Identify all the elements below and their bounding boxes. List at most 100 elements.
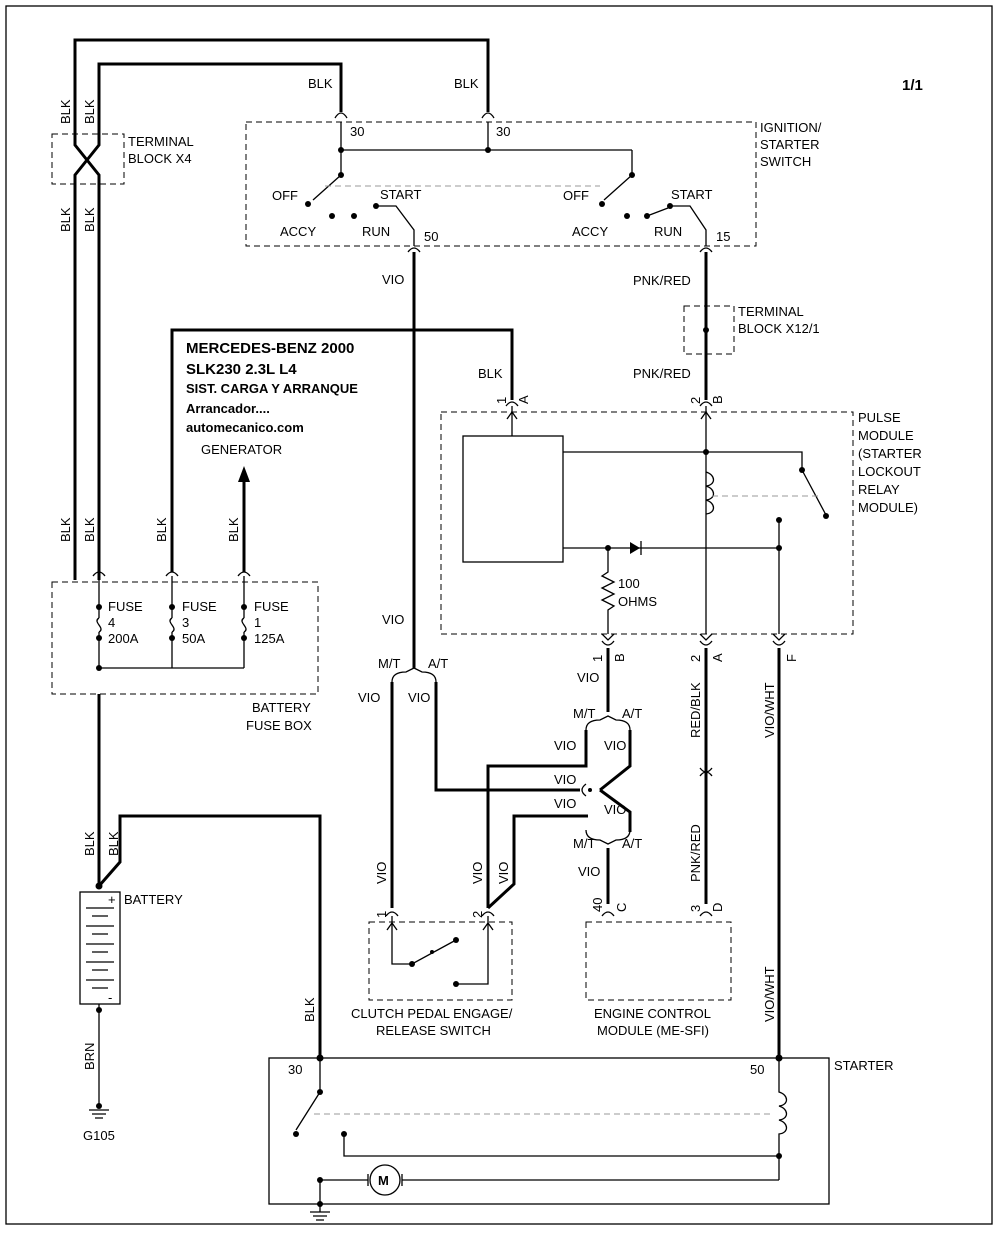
svg-text:BLK: BLK	[58, 99, 73, 124]
svg-text:OFF: OFF	[563, 188, 589, 203]
title-subsystem: Arrancador....	[186, 401, 270, 416]
engine-control-module: 40 C 3 D ENGINE CONTROL MODULE (ME-SFI)	[585, 898, 732, 1038]
svg-text:D: D	[710, 903, 725, 912]
svg-text:START: START	[671, 187, 712, 202]
svg-text:A: A	[516, 395, 531, 404]
svg-text:BLOCK X4: BLOCK X4	[128, 151, 192, 166]
svg-text:MODULE: MODULE	[858, 428, 914, 443]
svg-text:BLK: BLK	[106, 831, 121, 856]
svg-text:RUN: RUN	[362, 224, 390, 239]
svg-text:M/T: M/T	[573, 706, 595, 721]
svg-text:VIO: VIO	[577, 670, 599, 685]
pulse-to-ecm-wires: VIO M/T A/T VIO VIO VIO VIO VIO M/T A/T …	[470, 648, 642, 910]
pulse-module-pins: 1 B 2 A F	[590, 653, 799, 662]
svg-text:BATTERY: BATTERY	[124, 892, 183, 907]
ignition-switch: IGNITION/ STARTER SWITCH 30 30 50 15 OFF…	[245, 120, 822, 247]
svg-text:200A: 200A	[108, 631, 139, 646]
svg-text:30: 30	[496, 124, 510, 139]
svg-text:MODULE (ME-SFI): MODULE (ME-SFI)	[597, 1023, 709, 1038]
svg-text:VIO: VIO	[578, 864, 600, 879]
svg-text:+: +	[108, 892, 116, 907]
svg-text:1: 1	[254, 615, 261, 630]
svg-text:VIO: VIO	[382, 612, 404, 627]
svg-text:MODULE): MODULE)	[858, 500, 918, 515]
svg-text:VIO: VIO	[554, 738, 576, 753]
svg-text:BLK: BLK	[82, 207, 97, 232]
starter: BLK STARTER 30 50 M	[268, 997, 893, 1221]
svg-text:FUSE BOX: FUSE BOX	[246, 718, 312, 733]
svg-text:VIO: VIO	[496, 862, 511, 884]
svg-text:VIO/WHT: VIO/WHT	[762, 966, 777, 1022]
svg-text:BLK: BLK	[308, 76, 333, 91]
svg-text:VIO: VIO	[554, 796, 576, 811]
terminal-block-x4: TERMINAL BLOCK X4	[51, 133, 194, 185]
svg-text:TERMINAL: TERMINAL	[128, 134, 194, 149]
svg-text:VIO: VIO	[358, 690, 380, 705]
svg-text:VIO: VIO	[382, 272, 404, 287]
svg-text:15: 15	[716, 229, 730, 244]
svg-text:VIO: VIO	[604, 738, 626, 753]
title-block: MERCEDES-BENZ 2000 SLK230 2.3L L4 SIST. …	[186, 340, 358, 435]
terminal-block-x12: TERMINAL BLOCK X12/1 PNK/RED PNK/RED 2 B	[633, 247, 820, 404]
pulse-module-feed: BLK BLK 1 A	[154, 328, 531, 572]
svg-text:PNK/RED: PNK/RED	[688, 824, 703, 882]
svg-text:BLK: BLK	[226, 517, 241, 542]
svg-text:M: M	[378, 1173, 389, 1188]
svg-text:F: F	[784, 654, 799, 662]
svg-text:50A: 50A	[182, 631, 205, 646]
svg-text:VIO: VIO	[374, 862, 389, 884]
svg-text:STARTER: STARTER	[834, 1058, 893, 1073]
page-number: 1/1	[902, 77, 923, 94]
svg-text:RELAY: RELAY	[858, 482, 900, 497]
svg-text:START: START	[380, 187, 421, 202]
svg-text:TERMINAL: TERMINAL	[738, 304, 804, 319]
svg-text:3: 3	[182, 615, 189, 630]
svg-text:BLK: BLK	[454, 76, 479, 91]
vio-split-connector: M/T A/T VIO VIO VIO	[358, 656, 580, 908]
svg-text:2: 2	[688, 397, 703, 404]
battery-feed-wires: BLK BLK BLK BLK BLK BLK BLK BLK	[58, 38, 495, 580]
clutch-pedal-switch: 1 2 CLUTCH PEDAL ENGAGE/ RELEASE SWITCH	[351, 911, 513, 1038]
start-circuit-wire: VIO VIO	[382, 247, 421, 668]
svg-text:BRN: BRN	[82, 1043, 97, 1070]
svg-text:RUN: RUN	[654, 224, 682, 239]
pulse-module: PULSE MODULE (STARTER LOCKOUT RELAY MODU…	[440, 401, 922, 646]
svg-text:BLK: BLK	[478, 366, 503, 381]
page-border	[5, 5, 993, 1225]
svg-text:BLK: BLK	[302, 997, 317, 1022]
svg-text:ACCY: ACCY	[280, 224, 316, 239]
svg-text:VIO: VIO	[408, 690, 430, 705]
svg-text:GENERATOR: GENERATOR	[201, 442, 282, 457]
svg-text:BLOCK X12/1: BLOCK X12/1	[738, 321, 820, 336]
svg-text:IGNITION/: IGNITION/	[760, 120, 822, 135]
svg-text:VIO: VIO	[554, 772, 576, 787]
svg-text:50: 50	[424, 229, 438, 244]
svg-text:2: 2	[688, 655, 703, 662]
svg-text:B: B	[710, 395, 725, 404]
svg-text:ACCY: ACCY	[572, 224, 608, 239]
svg-text:A: A	[710, 653, 725, 662]
svg-text:RED/BLK: RED/BLK	[688, 682, 703, 738]
generator: GENERATOR BLK	[201, 442, 282, 572]
title-site: automecanico.com	[186, 420, 304, 435]
svg-text:BLK: BLK	[154, 517, 169, 542]
battery: BLK BLK + - BATTERY BRN G105	[79, 814, 322, 1143]
svg-text:FUSE: FUSE	[108, 599, 143, 614]
svg-text:(STARTER: (STARTER	[858, 446, 922, 461]
title-system: SIST. CARGA Y ARRANQUE	[186, 381, 358, 396]
svg-text:1: 1	[494, 397, 509, 404]
svg-text:B: B	[612, 653, 627, 662]
svg-text:OHMS: OHMS	[618, 594, 657, 609]
svg-text:RELEASE SWITCH: RELEASE SWITCH	[376, 1023, 491, 1038]
svg-text:3: 3	[688, 905, 703, 912]
svg-text:M/T: M/T	[573, 836, 595, 851]
svg-text:30: 30	[350, 124, 364, 139]
svg-text:PNK/RED: PNK/RED	[633, 366, 691, 381]
starter-control-wire: VIO/WHT VIO/WHT	[762, 648, 781, 1058]
svg-text:G105: G105	[83, 1128, 115, 1143]
title-make: MERCEDES-BENZ 2000	[186, 340, 354, 357]
svg-text:VIO: VIO	[604, 802, 626, 817]
svg-text:2: 2	[470, 911, 485, 918]
